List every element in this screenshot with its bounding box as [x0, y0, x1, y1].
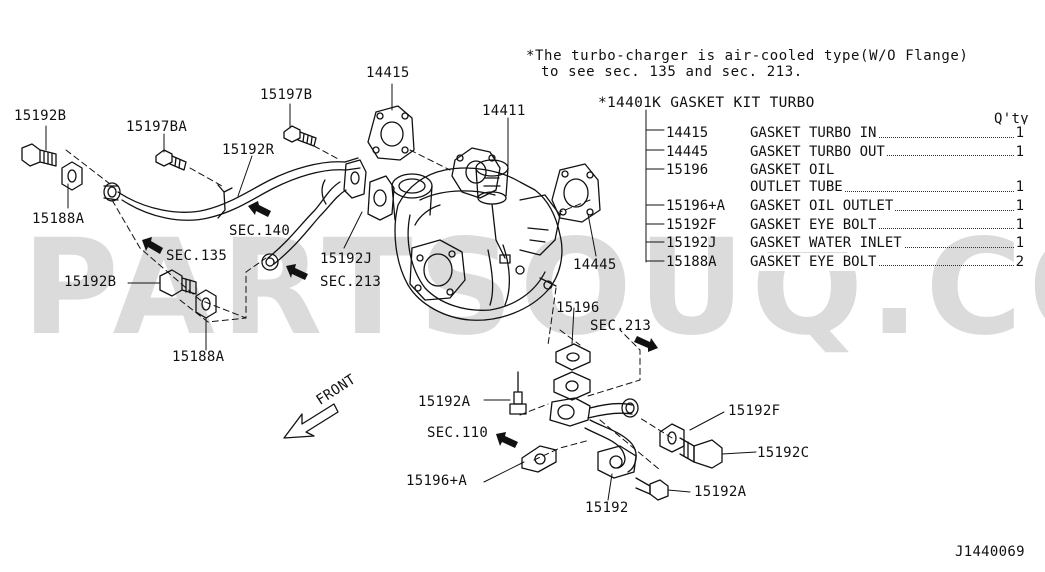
kit-quantity: 1 [1013, 142, 1024, 161]
callout-sec213-right[interactable]: SEC.213 [590, 318, 652, 334]
callout-15192A-bottom[interactable]: 15192A [694, 484, 747, 500]
oil-tube-15192[interactable] [549, 397, 639, 479]
bolt-15192A-top[interactable] [509, 371, 527, 415]
kit-part-number: 15192F [666, 216, 717, 233]
callout-15192J[interactable]: 15192J [320, 251, 373, 267]
kit-bracket [645, 109, 665, 263]
kit-description: GASKET OIL OUTLET [750, 197, 896, 215]
bolt-15192A-bottom[interactable] [635, 477, 669, 501]
bolt-15197B[interactable] [283, 125, 317, 147]
leader-lines [45, 83, 757, 501]
sec-arrows [142, 201, 658, 448]
kit-qty-header: Q'ty [994, 111, 1029, 127]
callout-15192[interactable]: 15192 [585, 500, 629, 516]
kit-part-number: 15192J [666, 235, 717, 251]
kit-description: GASKET OIL [750, 161, 837, 179]
water-tube-lower[interactable] [261, 179, 347, 271]
callout-15192F[interactable]: 15192F [728, 403, 781, 419]
kit-row[interactable]: 14415 GASKET TURBO IN 1 [662, 124, 1024, 143]
gasket-15192J[interactable] [343, 159, 395, 221]
kit-description-line-2: OUTLET TUBE [750, 178, 845, 196]
kit-description: GASKET TURBO IN [750, 124, 879, 142]
kit-part-number: 15188A [666, 253, 717, 270]
sec213-right-arrow [634, 336, 658, 352]
kit-row[interactable]: 15192J GASKET WATER INLET 1 [662, 234, 1024, 253]
diagram-code: J1440069 [955, 544, 1025, 560]
eye-bolt-15192C[interactable] [679, 437, 723, 469]
turbocharger-14411[interactable] [391, 147, 563, 321]
callout-14415[interactable]: 14415 [366, 65, 410, 81]
kit-quantity: 2 [1013, 252, 1024, 271]
callout-15192B-top[interactable]: 15192B [14, 108, 67, 124]
kit-description: GASKET EYE BOLT [750, 252, 879, 271]
kit-part-number: 15196 [666, 162, 709, 178]
callout-15196A[interactable]: 15196+A [406, 473, 468, 489]
kit-description: GASKET EYE BOLT [750, 215, 879, 234]
callout-15196[interactable]: 15196 [556, 300, 600, 316]
sec213-left-arrow [286, 264, 308, 280]
gasket-15196A[interactable] [521, 445, 557, 473]
sec140-arrow [248, 201, 271, 217]
callout-14411[interactable]: 14411 [482, 103, 526, 119]
kit-row[interactable]: 15196+A GASKET OIL OUTLET 1 [662, 197, 1024, 216]
kit-row[interactable]: 15188A GASKET EYE BOLT 2 [662, 252, 1024, 272]
note-line-1: *The turbo-charger is air-cooled type(W/… [526, 48, 969, 64]
kit-row[interactable]: 15196 GASKET OIL OUTLET TUBE 1 [662, 161, 1024, 197]
kit-table: 14415 GASKET TURBO IN 1 14445 GASKET TUR… [662, 124, 1024, 271]
callout-15192C[interactable]: 15192C [757, 445, 810, 461]
kit-quantity: 1 [1013, 197, 1024, 215]
callout-14445[interactable]: 14445 [573, 257, 617, 273]
kit-description: GASKET WATER INLET [750, 234, 904, 252]
kit-part-number: 15196+A [666, 198, 726, 214]
bolt-15197BA[interactable] [155, 149, 187, 171]
callout-15197BA[interactable]: 15197BA [126, 119, 188, 135]
kit-quantity: 1 [1013, 215, 1024, 234]
kit-title: *14401K GASKET KIT TURBO [598, 95, 815, 111]
callout-15192B-bottom[interactable]: 15192B [64, 274, 117, 290]
kit-row[interactable]: 15192F GASKET EYE BOLT 1 [662, 215, 1024, 235]
kit-quantity: 1 [1013, 234, 1024, 252]
kit-description: GASKET TURBO OUT [750, 142, 887, 161]
gasket-15188A-bottom[interactable] [195, 289, 217, 319]
kit-quantity: 1 [1013, 124, 1024, 142]
callout-15192A-top[interactable]: 15192A [418, 394, 471, 410]
sec135-arrow [142, 237, 163, 254]
callout-sec140[interactable]: SEC.140 [229, 223, 291, 239]
water-tube-15192R[interactable] [103, 157, 361, 221]
callout-15197B[interactable]: 15197B [260, 87, 313, 103]
gasket-15196[interactable] [553, 343, 591, 401]
kit-part-number: 14445 [666, 143, 709, 160]
assembly-lines [65, 145, 673, 471]
kit-row[interactable]: 14445 GASKET TURBO OUT 1 [662, 142, 1024, 162]
callout-sec213-left[interactable]: SEC.213 [320, 274, 382, 290]
callout-sec110[interactable]: SEC.110 [427, 425, 489, 441]
note-line-2: to see sec. 135 and sec. 213. [541, 64, 803, 80]
callout-15188A-top[interactable]: 15188A [32, 211, 85, 227]
kit-quantity: 1 [1013, 178, 1024, 196]
callout-15192R[interactable]: 15192R [222, 142, 275, 158]
callout-15188A-bottom[interactable]: 15188A [172, 349, 225, 365]
eye-bolt-15192B-top[interactable] [21, 143, 57, 167]
gasket-15188A-top[interactable] [61, 161, 83, 191]
sec110-arrow [496, 432, 518, 448]
front-arrow [283, 403, 339, 439]
callout-sec135[interactable]: SEC.135 [166, 248, 228, 264]
gasket-14415[interactable] [367, 105, 415, 161]
kit-part-number: 14415 [666, 125, 709, 141]
